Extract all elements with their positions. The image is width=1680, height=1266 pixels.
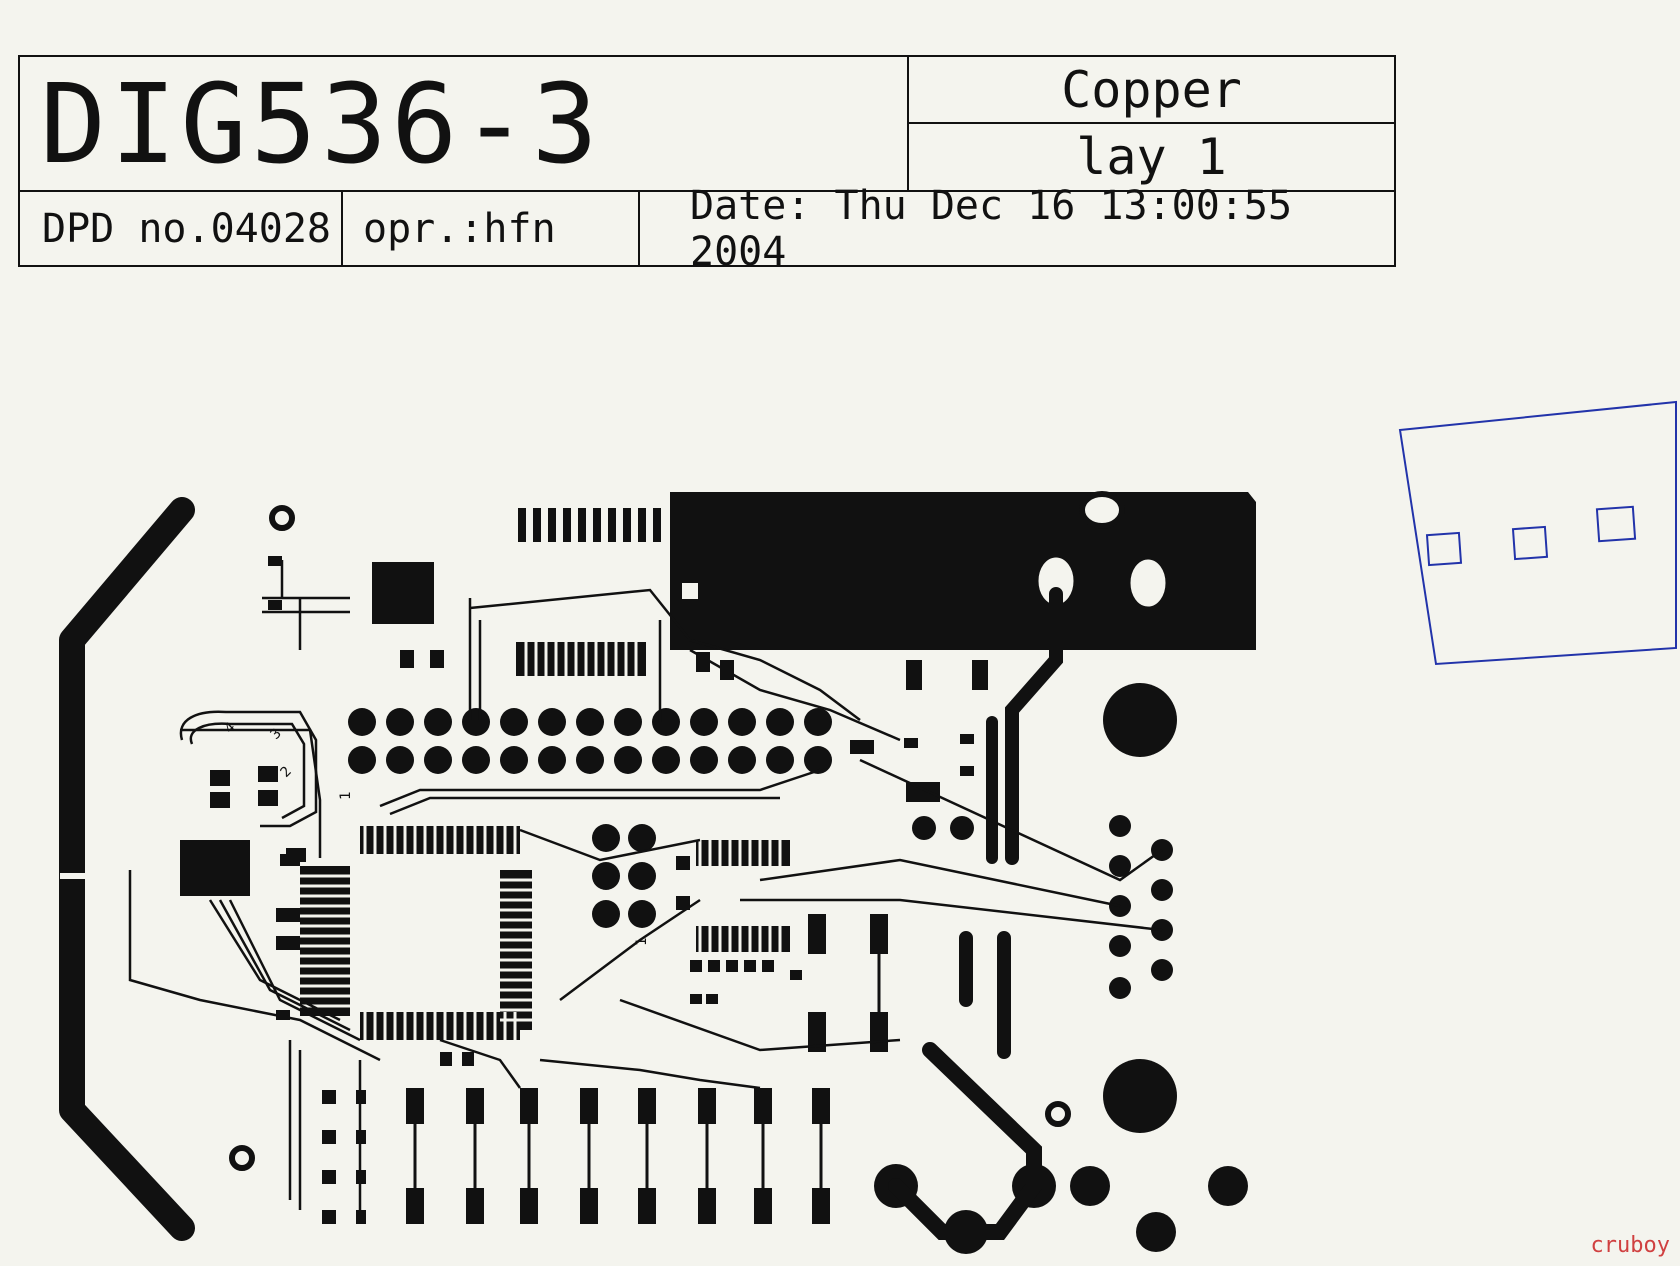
pin-marker: 1 (634, 938, 650, 946)
pin-marker: 1 (338, 792, 354, 800)
header-pads (348, 708, 832, 774)
title-block: DIG536-3 Copper lay 1 DPD no.04028 opr.:… (18, 55, 1396, 275)
mounting-hole (1103, 683, 1177, 757)
operator-field: opr.:hfn (343, 192, 640, 265)
pin-marker: 4 (222, 720, 239, 737)
material-label: Copper (909, 57, 1394, 124)
pin-marker: 2 (278, 764, 295, 781)
ic-qfn-top (372, 562, 434, 624)
pen-sketch (1398, 400, 1677, 666)
layer-label: lay 1 (909, 124, 1394, 192)
antenna-trace (59, 497, 195, 1241)
ground-plane (670, 492, 1256, 650)
smd-pads (180, 642, 790, 1040)
dpd-number: DPD no.04028 (20, 192, 343, 265)
pin-marker: 3 (268, 726, 285, 743)
edge-connector-pads (518, 508, 661, 542)
mounting-hole (1103, 1059, 1177, 1133)
watermark: cruboy (1590, 1233, 1670, 1258)
drawing-title: DIG536-3 (20, 57, 909, 192)
